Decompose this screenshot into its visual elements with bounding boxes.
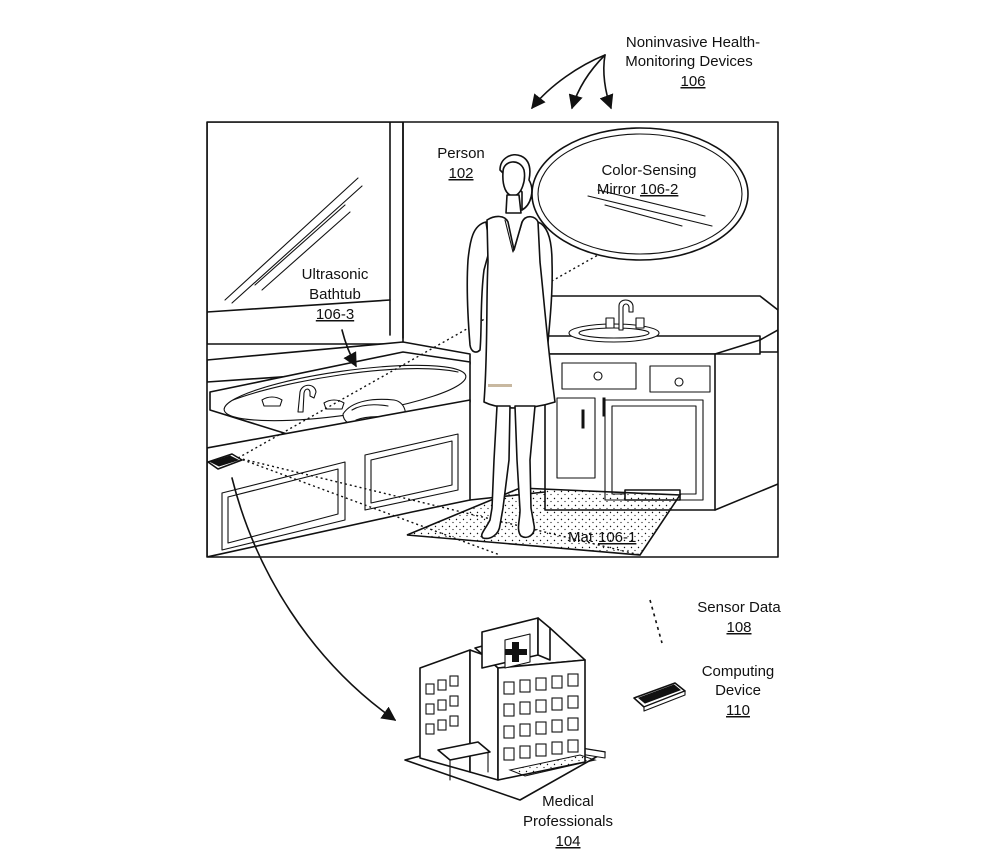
mirror-label-line2: Mirror [597, 181, 636, 198]
devices-label: Noninvasive Health- Monitoring Devices 1… [625, 34, 760, 90]
sensor-data-ref: 108 [726, 619, 751, 636]
computing-device-label: Computing Device 110 [702, 663, 775, 719]
medical-label-line1: Medical [542, 793, 594, 810]
bathtub-ref: 106-3 [316, 306, 354, 323]
devices-label-line1: Noninvasive Health- [626, 34, 760, 51]
sensor-data-label: Sensor Data 108 [697, 599, 781, 636]
medical-label-line2: Professionals [523, 813, 613, 830]
sensor-data-signal [650, 600, 662, 643]
medical-label: Medical Professionals 104 [523, 793, 613, 850]
devices-ref: 106 [680, 73, 705, 90]
vanity [545, 296, 778, 510]
bathtub-label-line1: Ultrasonic [302, 266, 369, 283]
mirror-ref: 106-2 [640, 181, 678, 198]
computing-device-label-line2: Device [715, 682, 761, 699]
person-ref: 102 [448, 165, 473, 182]
hospital-icon [405, 618, 605, 800]
mat-label-text: Mat [568, 529, 594, 546]
computing-device-ref: 110 [726, 702, 750, 719]
phone-icon [634, 683, 685, 711]
person-label-text: Person [437, 145, 485, 162]
arrow-icon [532, 55, 605, 108]
person-label: Person 102 [437, 145, 485, 182]
window [207, 122, 403, 344]
mat-ref: 106-1 [598, 529, 636, 546]
dress-highlight [488, 384, 512, 387]
computing-device-label-line1: Computing [702, 663, 775, 680]
device-arrows [532, 55, 611, 108]
mat-label: Mat 106-1 [568, 529, 636, 546]
arrow-icon [604, 55, 611, 108]
medical-ref: 104 [555, 833, 580, 850]
mirror-label-line1: Color-Sensing [601, 162, 696, 179]
sensor-data-label-text: Sensor Data [697, 599, 781, 616]
bathroom-scene: Person 102 Color-Sensing Mirror 106-2 Ul… [207, 122, 778, 557]
bathtub-label-line2: Bathtub [309, 286, 361, 303]
devices-label-line2: Monitoring Devices [625, 53, 753, 70]
